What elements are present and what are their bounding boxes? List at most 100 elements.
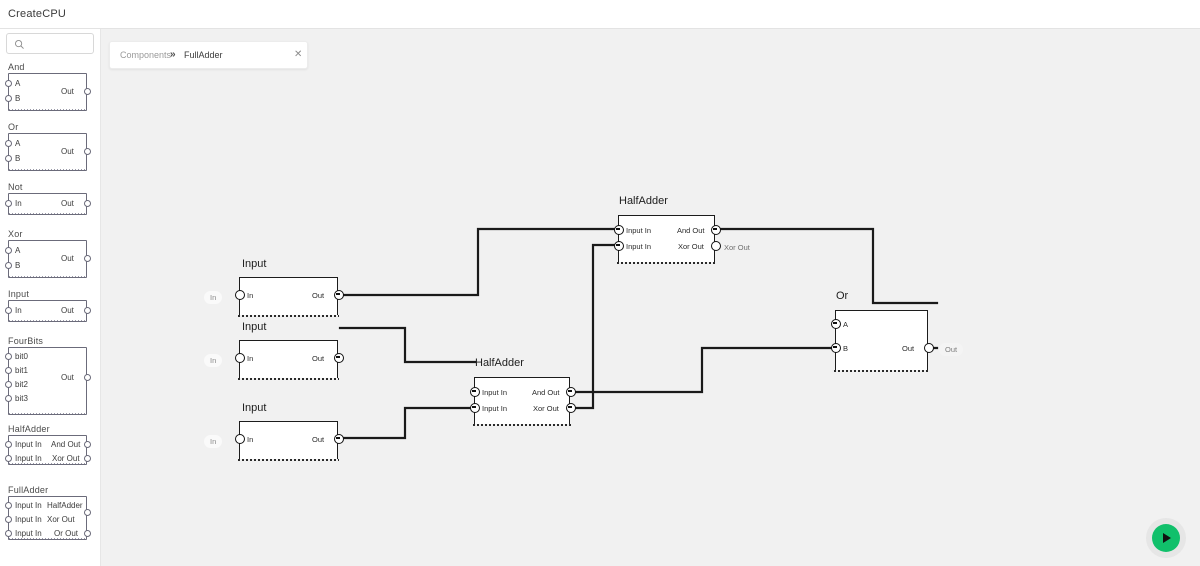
wire-input3-to-halfadder2-in2 [336, 406, 477, 440]
pin-label: Or Out [54, 529, 79, 538]
pin-input-in-2[interactable] [5, 516, 12, 523]
output-chip[interactable]: Out [939, 343, 964, 356]
pin-out[interactable] [84, 255, 91, 262]
pin-out[interactable] [333, 290, 344, 300]
node-title: Or [836, 290, 849, 302]
sidebar-chip-input: In Out [5, 300, 91, 322]
sidebar-item-and[interactable]: And A B Out [0, 62, 100, 117]
pin-in-a[interactable] [830, 319, 841, 329]
sidebar-item-xor[interactable]: Xor A B Out [0, 229, 100, 284]
node-title: Input [242, 402, 267, 414]
node-dotted-base [238, 378, 339, 380]
pin-and-out[interactable] [84, 441, 91, 448]
node-halfadder-2[interactable]: HalfAdder Input In Input In And Out Xor … [469, 357, 576, 426]
node-or[interactable]: Or A B Out Out [830, 290, 964, 372]
pin-in-b[interactable] [5, 95, 12, 102]
pin-in[interactable] [5, 307, 12, 314]
search-input[interactable] [29, 36, 91, 52]
sidebar-chip-fulladder: Input In Input In Input In HalfAdder Xor… [5, 496, 91, 540]
sidebar-item-input[interactable]: Input In Out [0, 289, 100, 329]
chip-dotted-base [9, 320, 86, 321]
node-input-2[interactable]: Input In Out In [204, 321, 344, 380]
node-title: HalfAdder [619, 195, 668, 207]
pin-label: And Out [51, 440, 81, 449]
pin-and-out[interactable] [710, 225, 721, 235]
pin-bit2[interactable] [5, 381, 12, 388]
component-library-sidebar: And A B Out Or A B Out [0, 29, 101, 566]
sidebar-item-fulladder[interactable]: FullAdder Input In Input In Input In Hal… [0, 485, 100, 545]
pin-input-in-2[interactable] [469, 403, 480, 413]
pin-xor-out[interactable] [84, 455, 91, 462]
sidebar-chip-or: A B Out [5, 133, 91, 171]
breadcrumb-root[interactable]: Components [120, 50, 172, 60]
pin-label: Out [61, 147, 74, 156]
pin-in-b[interactable] [830, 343, 841, 353]
sidebar-item-label: And [8, 62, 25, 72]
pin-in-b[interactable] [5, 262, 12, 269]
pin-input-in-1[interactable] [469, 387, 480, 397]
pin-bit3[interactable] [5, 395, 12, 402]
sidebar-chip-not: In Out [5, 193, 91, 215]
pin-xor-out[interactable] [710, 241, 721, 251]
pin-out[interactable] [84, 307, 91, 314]
pin-label: Out [312, 354, 325, 363]
pin-out[interactable] [333, 353, 344, 363]
pin-input-in-1[interactable] [5, 502, 12, 509]
pin-in-b[interactable] [5, 155, 12, 162]
pin-in[interactable] [234, 434, 245, 444]
chip-dotted-base [9, 109, 86, 110]
node-input-1[interactable]: Input In Out In [204, 258, 344, 317]
search-box[interactable] [6, 33, 94, 54]
chip-dotted-base [9, 413, 86, 414]
pin-bit0[interactable] [5, 353, 12, 360]
pin-bit1[interactable] [5, 367, 12, 374]
breadcrumb-separator-icon: » [170, 49, 176, 60]
sidebar-item-or[interactable]: Or A B Out [0, 122, 100, 177]
pin-input-in-1[interactable] [5, 441, 12, 448]
pin-or-out[interactable] [84, 530, 91, 537]
pin-out[interactable] [84, 374, 91, 381]
node-halfadder-1[interactable]: HalfAdder Input In Input In And Out Xor … [613, 195, 750, 264]
pin-in[interactable] [234, 353, 245, 363]
pin-in[interactable] [234, 290, 245, 300]
pin-xor-out[interactable] [565, 403, 576, 413]
pin-label: Input In [482, 388, 508, 397]
pin-out[interactable] [84, 148, 91, 155]
pin-out[interactable] [333, 434, 344, 444]
pin-input-in-3[interactable] [5, 530, 12, 537]
pin-and-out[interactable] [565, 387, 576, 397]
pin-input-in-2[interactable] [5, 455, 12, 462]
wire-halfadder1-andout-to-or-a [713, 227, 939, 305]
pin-in-a[interactable] [5, 247, 12, 254]
pin-label: Out [61, 87, 74, 96]
node-title: Input [242, 321, 267, 333]
sidebar-item-not[interactable]: Not In Out [0, 182, 100, 222]
run-button[interactable] [1152, 524, 1180, 552]
pin-input-in-2[interactable] [613, 241, 624, 251]
pin-out[interactable] [923, 343, 934, 353]
pin-label: Out [312, 291, 325, 300]
sidebar-item-halfadder[interactable]: HalfAdder Input In Input In And Out Xor … [0, 424, 100, 469]
breadcrumb-current: FullAdder [184, 50, 223, 60]
pin-in-a[interactable] [5, 80, 12, 87]
chip-dotted-base [9, 276, 86, 277]
output-label-xor-out: Xor Out [724, 243, 750, 252]
pin-input-in-1[interactable] [613, 225, 624, 235]
input-chip[interactable]: In [204, 435, 223, 448]
tab-fulladder[interactable]: Components » FullAdder ✕ [109, 41, 308, 69]
input-chip[interactable]: In [204, 354, 223, 367]
input-chip[interactable]: In [204, 291, 223, 304]
pin-label: Input In [15, 515, 42, 524]
pin-out[interactable] [84, 200, 91, 207]
circuit-canvas[interactable]: Components » FullAdder ✕ Input In Out In… [101, 29, 1200, 566]
sidebar-item-fourbits[interactable]: FourBits bit0 bit1 bit2 bit3 Out [0, 336, 100, 421]
pin-in-a[interactable] [5, 140, 12, 147]
pin-label: Input In [15, 529, 42, 538]
pin-out-upper[interactable] [84, 509, 91, 516]
node-dotted-base [617, 262, 716, 264]
node-input-3[interactable]: Input In Out In [204, 402, 344, 461]
pin-in[interactable] [5, 200, 12, 207]
pin-out[interactable] [84, 88, 91, 95]
close-icon[interactable]: ✕ [294, 49, 303, 60]
